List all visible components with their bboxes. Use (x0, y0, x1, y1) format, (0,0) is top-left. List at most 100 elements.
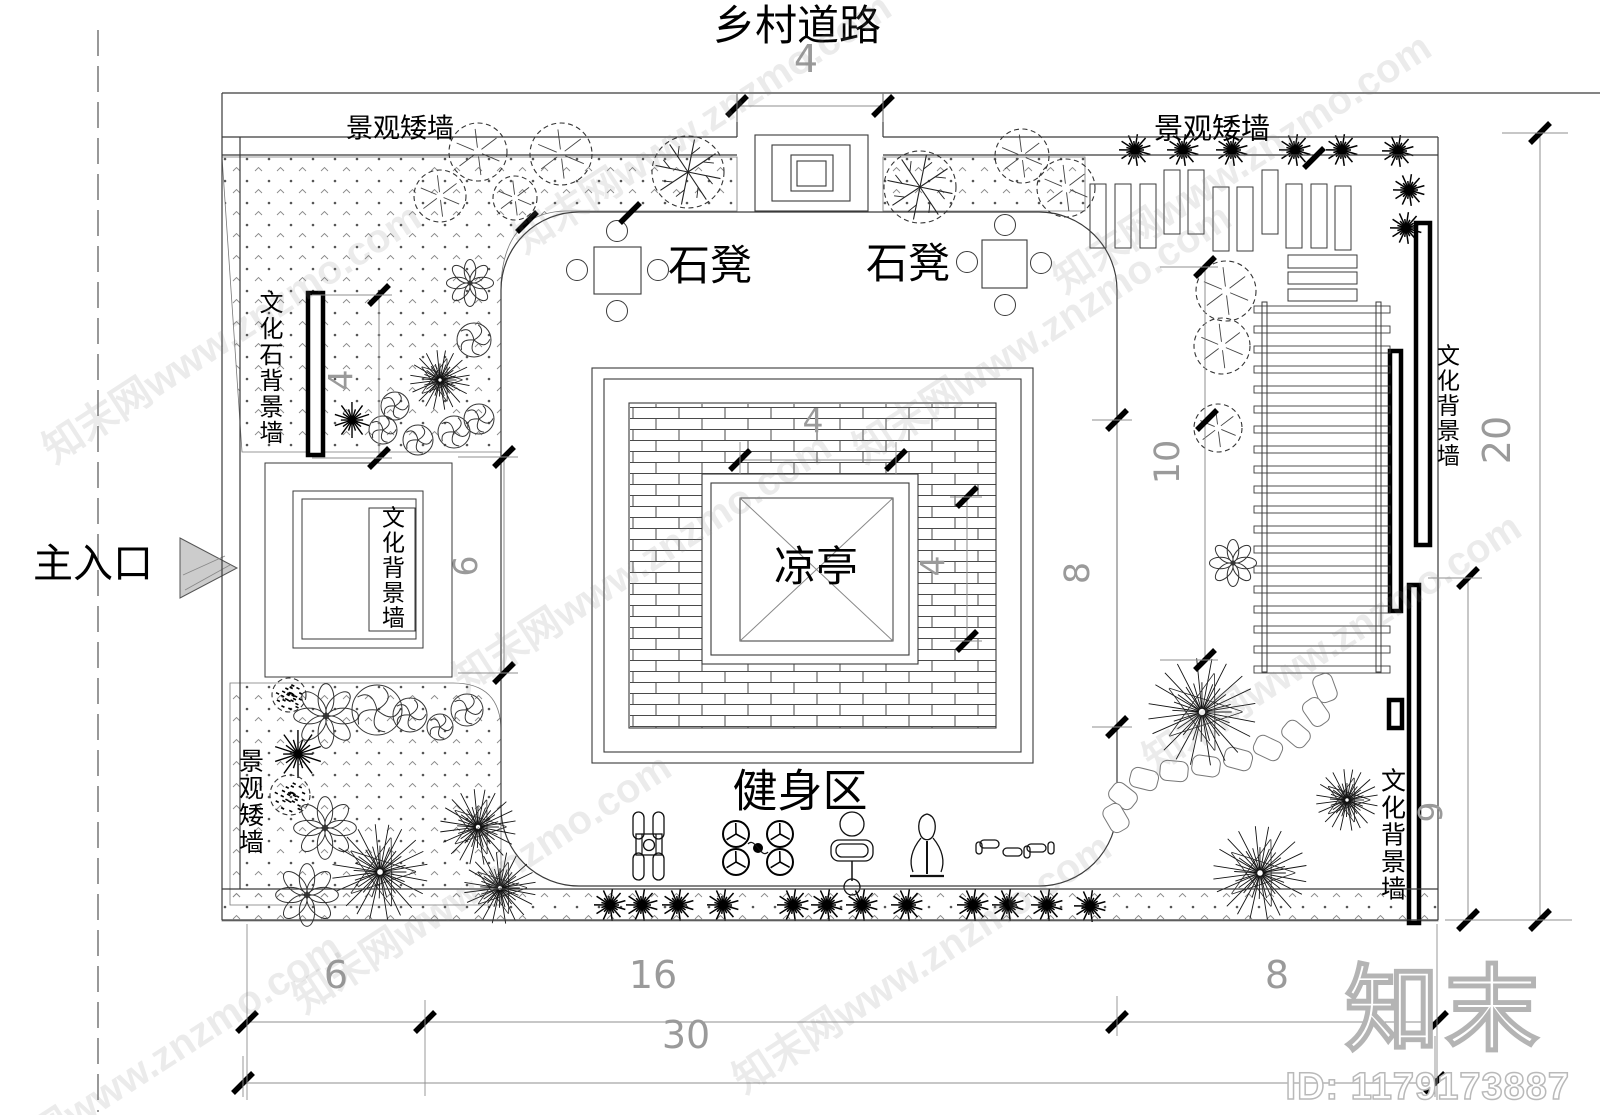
tree-fluffy (492, 175, 538, 221)
label-fitness-area: 健身区 (732, 766, 868, 817)
tree-petal (275, 863, 339, 927)
tree-pinwheel (402, 424, 434, 456)
tree-fluffy (1193, 317, 1251, 375)
label-culture-wall-right-low: 文化背景墙 (1377, 767, 1405, 903)
tree-fan (410, 350, 470, 410)
dim-text: 4 (321, 370, 360, 391)
label-low-wall-top-right: 景观矮墙 (1153, 113, 1271, 146)
shrub-starburst (1278, 134, 1311, 166)
label-culture-wall-left: 文化背景墙 (378, 505, 404, 631)
shrub-starburst (625, 889, 658, 921)
pavilion-structure (591, 367, 1034, 764)
entrance-paving (754, 134, 869, 212)
shrub-starburst (1073, 890, 1106, 922)
shrub-starburst (706, 889, 739, 921)
entrance-arrow-icon (179, 537, 239, 599)
hedge-shrubs (593, 134, 1425, 922)
pergola-trellis (1253, 301, 1391, 674)
dim-text: 10 (1148, 440, 1188, 485)
dimensions: 4 4 4 4 6 8 10 9 20 6 16 8 30 (231, 37, 1572, 1100)
tree-burst (334, 401, 370, 439)
tree-petal (293, 796, 357, 860)
tree-fan (332, 824, 428, 920)
shrub-starburst (845, 889, 878, 921)
shrub-starburst (991, 889, 1024, 921)
dim-text: 8 (1265, 953, 1289, 997)
fitness-pulldown (830, 811, 874, 896)
label-culture-wall-right-up: 文化背景墙 (1433, 343, 1459, 469)
label-low-wall-top-left: 景观矮墙 (346, 113, 454, 144)
label-stone-bench-1: 石凳 (667, 244, 753, 290)
culture-wall-left-box (264, 462, 453, 678)
tree-pinwheel (392, 697, 428, 733)
shrub-starburst (593, 889, 626, 921)
tree-petal (1208, 538, 1258, 588)
tree-pinwheel (426, 713, 454, 741)
fitness-wheels (722, 820, 794, 876)
shrub-starburst (1381, 135, 1414, 167)
dim-text: 20 (1475, 416, 1519, 464)
shrub-starburst (956, 889, 989, 921)
boundary-lines (97, 30, 1600, 1112)
tree-petal (445, 258, 495, 308)
tree-pinwheel (351, 684, 403, 736)
tree-fan (464, 852, 536, 924)
shrub-starburst (890, 889, 923, 921)
shrub-starburst (1030, 889, 1063, 921)
label-pavilion: 凉亭 (773, 545, 859, 591)
stepping-stones (1102, 672, 1338, 834)
tree-fan (1316, 769, 1378, 831)
thick-walls (305, 220, 1433, 926)
shrub-starburst (810, 889, 843, 921)
fitness-bars (975, 839, 1055, 859)
dim-text: 4 (803, 401, 824, 440)
dim-text: 6 (446, 556, 485, 577)
shrub-starburst (1118, 134, 1151, 166)
tree-fluffy (448, 122, 508, 182)
shrub-starburst (776, 889, 809, 921)
tree-fluffy (1036, 158, 1096, 218)
tree-fan (440, 789, 516, 865)
tree-pinwheel (450, 693, 484, 727)
shrub-starburst (1215, 134, 1248, 166)
tree-speckled (269, 774, 311, 816)
brand-logo: 知末 (1344, 956, 1545, 1063)
dim-text: 6 (324, 953, 348, 997)
shrub-starburst (1166, 134, 1199, 166)
tree-fluffy (413, 169, 467, 223)
tree-fan (1213, 826, 1307, 920)
dim-text: 4 (794, 37, 818, 81)
shrub-starburst (661, 889, 694, 921)
dim-text: 16 (629, 953, 677, 997)
label-stone-bench-2: 石凳 (865, 242, 951, 288)
brand-id-text: ID: 1179173887 (1285, 1065, 1570, 1109)
stone-bench (956, 214, 1052, 316)
label-low-wall-bottom-left: 景观矮墙 (235, 748, 263, 856)
fitness-walker (910, 813, 944, 878)
tree-branched (883, 150, 957, 224)
tree-petal (293, 683, 359, 749)
tree-pinwheel (456, 322, 492, 358)
paving-planks (1089, 169, 1358, 302)
label-main-entrance: 主入口 (33, 541, 153, 586)
shrub-starburst (1389, 212, 1422, 244)
shrub-starburst (1325, 134, 1358, 166)
label-culture-stone-wall: 文化石背景墙 (255, 290, 281, 446)
tree-speckled (271, 677, 307, 713)
tree-fluffy (1195, 260, 1257, 322)
dim-text: 4 (913, 556, 952, 577)
fitness-legpress (632, 811, 665, 881)
stone-bench (566, 220, 669, 322)
tree-branched (651, 135, 725, 209)
tree-fluffy (529, 122, 593, 186)
tree-pinwheel (463, 403, 495, 435)
label-village-road: 乡村道路 (712, 4, 882, 50)
tree-fan (1148, 658, 1256, 766)
tree-pinwheel (380, 391, 410, 421)
dim-text: 30 (662, 1013, 710, 1057)
dim-text: 9 (1411, 802, 1450, 823)
dim-text: 8 (1058, 562, 1098, 584)
shrub-starburst (1392, 174, 1425, 206)
